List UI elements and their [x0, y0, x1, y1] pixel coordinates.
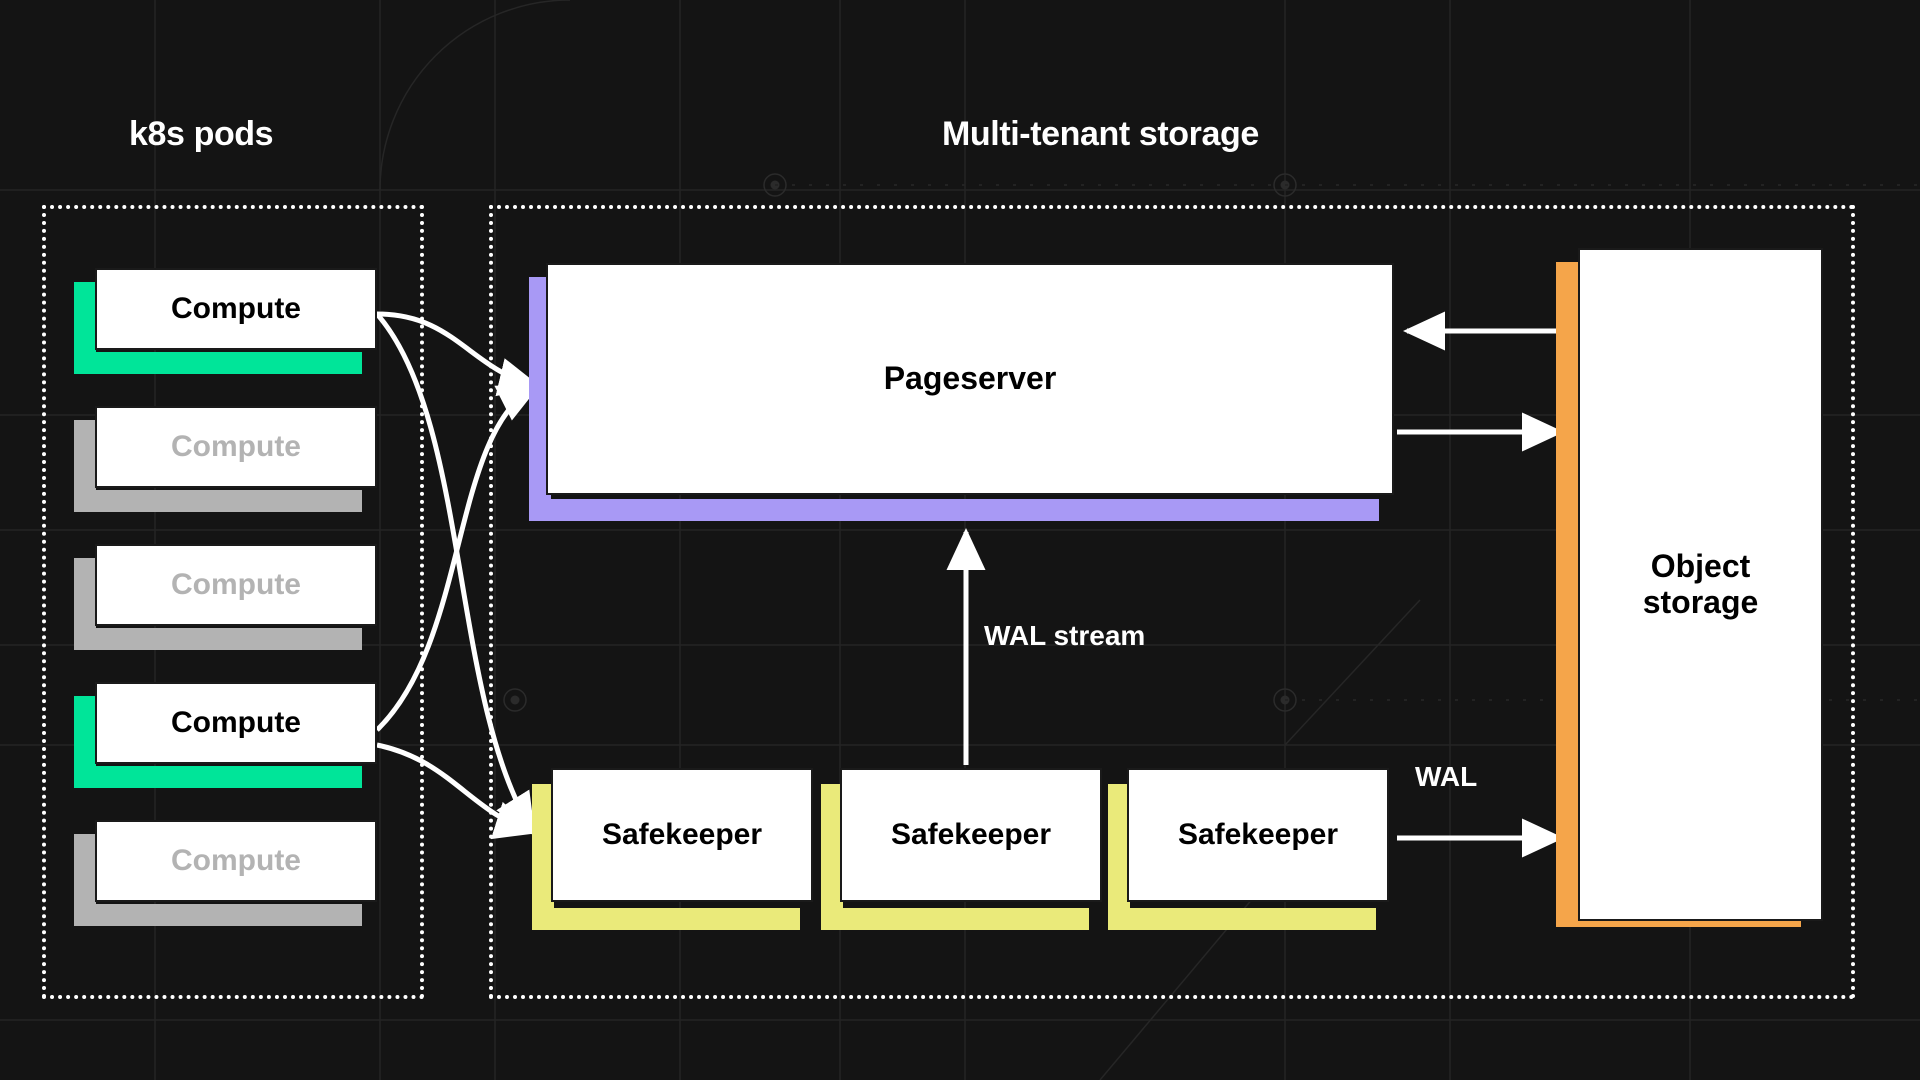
- compute-accent-bottom-3: [74, 766, 362, 788]
- compute-accent-bottom-2: [74, 628, 362, 650]
- node-safekeeper-0-label: Safekeeper: [601, 818, 763, 852]
- compute-accent-bottom-1: [74, 490, 362, 512]
- node-compute-0-label: Compute: [171, 292, 301, 326]
- section-title-multi-tenant-storage: Multi-tenant storage: [942, 115, 1259, 153]
- node-safekeeper-2-label: Safekeeper: [1177, 818, 1339, 852]
- edge-label-wal: WAL: [1415, 761, 1478, 792]
- node-safekeeper-1-label: Safekeeper: [890, 818, 1052, 852]
- node-safekeeper-2[interactable]: Safekeeper: [1127, 768, 1389, 902]
- compute-accent-left-2: [74, 558, 96, 650]
- node-compute-1[interactable]: Compute: [95, 406, 377, 488]
- compute-accent-left-0: [74, 282, 96, 374]
- node-compute-0[interactable]: Compute: [95, 268, 377, 350]
- safekeeper-accent-left-0: [532, 784, 554, 930]
- safekeeper-accent-bottom-1: [821, 908, 1089, 930]
- node-object-storage-label: Object storage: [1642, 547, 1759, 621]
- node-pageserver-label: Pageserver: [883, 360, 1057, 397]
- node-compute-1-label: Compute: [171, 430, 301, 464]
- node-object-storage-label-line1: Object: [1650, 547, 1751, 584]
- node-compute-3[interactable]: Compute: [95, 682, 377, 764]
- node-pageserver[interactable]: Pageserver: [546, 263, 1394, 495]
- node-compute-4[interactable]: Compute: [95, 820, 377, 902]
- node-compute-2[interactable]: Compute: [95, 544, 377, 626]
- node-compute-3-label: Compute: [171, 706, 301, 740]
- compute-accent-bottom-4: [74, 904, 362, 926]
- compute-accent-bottom-0: [74, 352, 362, 374]
- node-safekeeper-0[interactable]: Safekeeper: [551, 768, 813, 902]
- node-safekeeper-1[interactable]: Safekeeper: [840, 768, 1102, 902]
- safekeeper-accent-bottom-2: [1108, 908, 1376, 930]
- compute-accent-left-4: [74, 834, 96, 926]
- section-title-k8s-pods: k8s pods: [129, 115, 274, 153]
- node-compute-2-label: Compute: [171, 568, 301, 602]
- node-object-storage[interactable]: Object storage: [1578, 248, 1823, 921]
- node-object-storage-label-line2: storage: [1642, 583, 1759, 620]
- safekeeper-accent-bottom-0: [532, 908, 800, 930]
- objectstorage-accent-left: [1556, 262, 1578, 927]
- edge-label-wal-stream: WAL stream: [984, 620, 1146, 651]
- pageserver-accent-bottom: [529, 499, 1379, 521]
- compute-accent-left-1: [74, 420, 96, 512]
- safekeeper-accent-left-1: [821, 784, 843, 930]
- node-compute-4-label: Compute: [171, 844, 301, 878]
- compute-accent-left-3: [74, 696, 96, 788]
